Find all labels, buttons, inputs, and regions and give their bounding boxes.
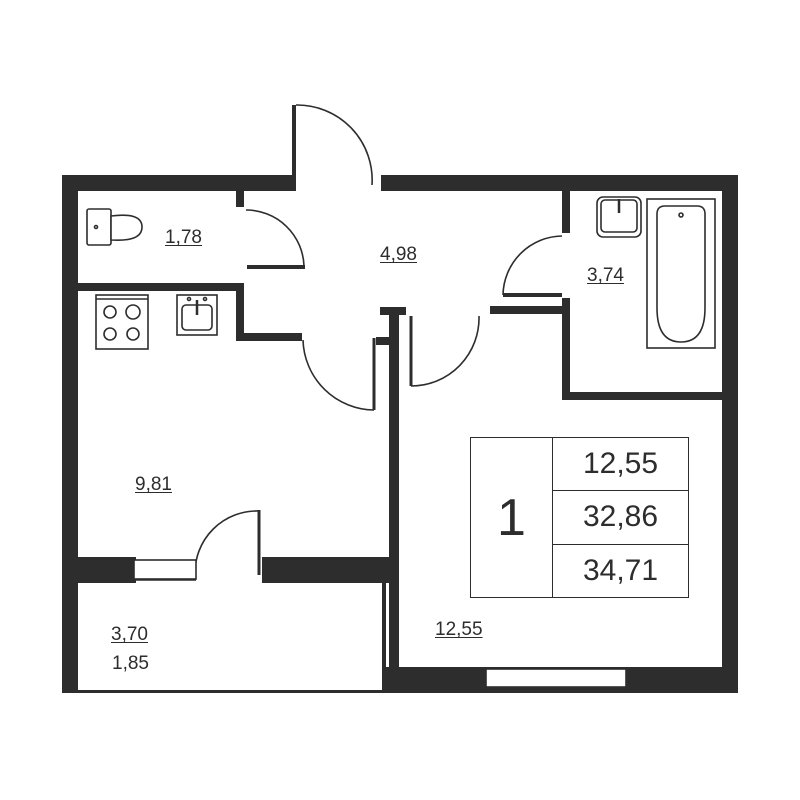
total-area-value: 32,86	[553, 491, 688, 545]
kitchen-sink-icon	[176, 294, 218, 336]
area-summary-table: 1 12,55 32,86 34,71	[470, 437, 689, 598]
bathtub-icon	[646, 198, 716, 349]
rooms-count: 1	[471, 438, 553, 597]
balcony-reduced-area-label: 1,85	[112, 653, 149, 674]
total-area-with-balcony-value: 34,71	[582, 553, 659, 587]
hall-area-label: 4,98	[380, 244, 417, 265]
kitchen-area-label: 9,81	[135, 474, 172, 495]
walls	[62, 105, 738, 693]
living-area-label: 12,55	[435, 619, 483, 640]
wc-area-label: 1,78	[165, 227, 202, 248]
bath-area-label: 3,74	[587, 265, 624, 286]
balcony-area-label: 3,70	[111, 624, 148, 645]
toilet-icon	[86, 208, 143, 246]
stove-icon	[95, 294, 149, 350]
living-area-value: 12,55	[553, 438, 688, 492]
doors	[194, 104, 563, 576]
windows	[133, 559, 627, 690]
bathroom-sink-icon	[596, 196, 642, 238]
